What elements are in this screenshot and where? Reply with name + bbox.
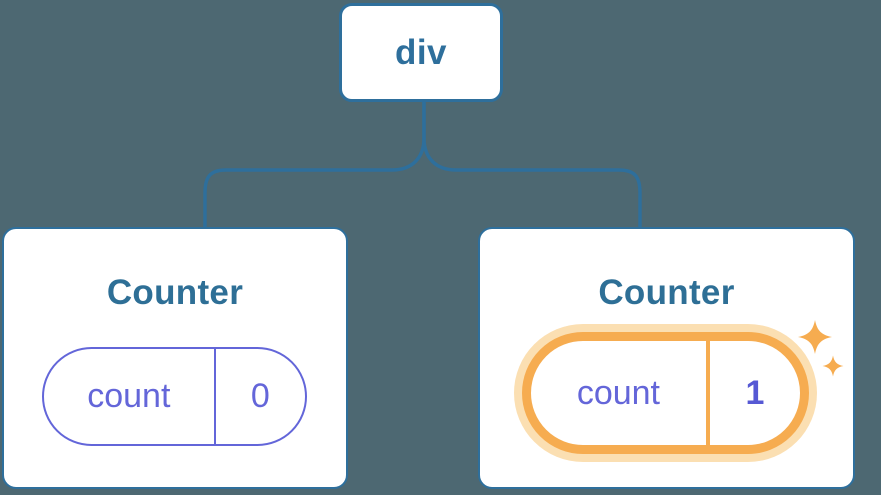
sparkles-icon [798, 320, 844, 377]
counter-card-title: Counter [106, 273, 244, 312]
state-pill-highlighted: count 1 [522, 332, 809, 454]
root-node-label: div [394, 32, 448, 72]
counter-card-title: Counter [598, 273, 735, 312]
connector-right-branch [422, 102, 642, 228]
state-pill-value: 1 [705, 341, 800, 445]
state-pill: count 0 [42, 347, 307, 446]
state-pill-label: count [87, 377, 171, 415]
counter-card-left: Counter count 0 [2, 227, 348, 489]
connector-left-branch [203, 102, 426, 228]
sparkle-large-icon [798, 320, 832, 354]
root-node: div [339, 3, 503, 102]
state-pill-label: count [576, 373, 661, 412]
sparkle-small-icon [822, 355, 844, 377]
counter-card-right: Counter count 1 [478, 227, 855, 489]
state-pill-value: 0 [213, 349, 305, 444]
